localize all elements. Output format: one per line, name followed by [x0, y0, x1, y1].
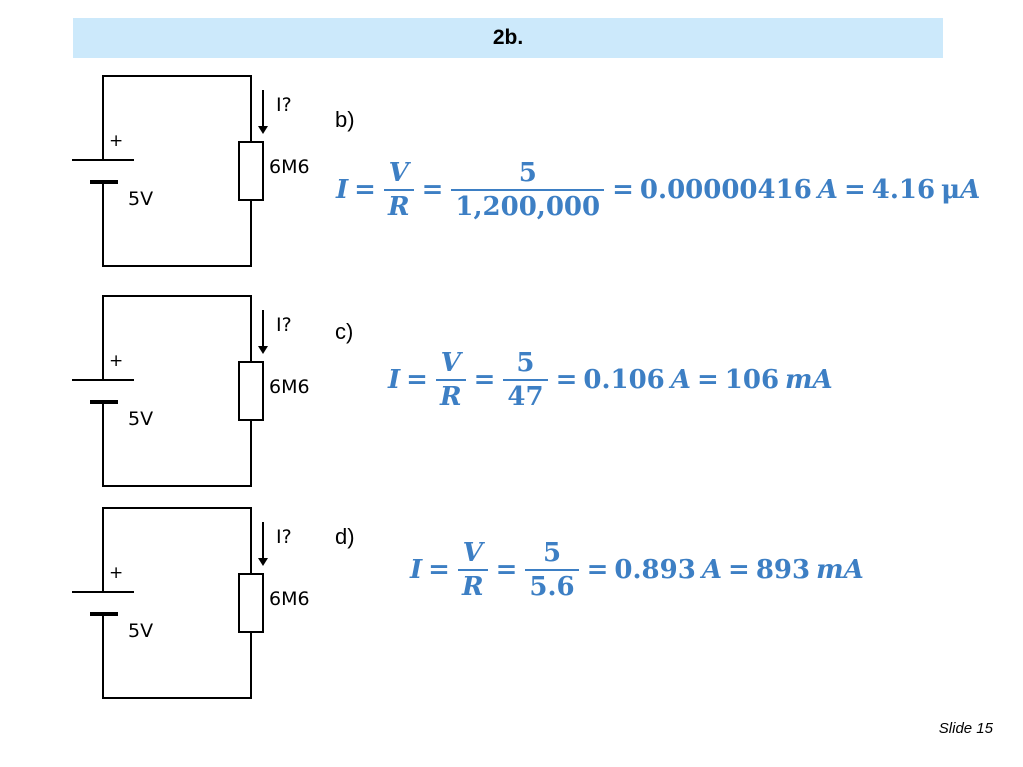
result-amps: 0.00000416: [639, 175, 812, 205]
equation-c: I = V R = 5 47 = 0.106 A = 106 mA: [388, 348, 833, 412]
plus-sign: +: [109, 131, 124, 151]
circuit-diagram: I? 6M6 5V +: [0, 290, 340, 490]
result-amps: 0.106: [583, 365, 665, 395]
equation-d: I = V R = 5 5.6 = 0.893 A = 893 mA: [410, 538, 864, 602]
equation-lhs: I: [410, 555, 423, 585]
voltage-label: 5V: [128, 620, 154, 642]
result-scaled: 893: [755, 555, 811, 585]
part-label-c: c): [335, 319, 354, 344]
circuit-schematic: [72, 75, 268, 267]
resistor-label: 6M6: [269, 156, 310, 178]
fraction-v-over-r: V R: [457, 540, 488, 600]
current-label: I?: [276, 526, 292, 548]
slide-number: Slide 15: [938, 720, 993, 737]
current-label: I?: [276, 94, 292, 116]
circuit-diagram: I? 6M6 5V +: [0, 70, 340, 270]
equation-lhs: I: [336, 175, 349, 205]
part-label-d: d): [335, 524, 355, 549]
result-scaled: 106: [724, 365, 780, 395]
circuit-schematic: [72, 295, 268, 487]
current-label: I?: [276, 314, 292, 336]
fraction-values: 5 47: [503, 350, 548, 410]
plus-sign: +: [109, 563, 124, 583]
resistor-label: 6M6: [269, 376, 310, 398]
result-scaled: 4.16: [871, 175, 936, 205]
equation-lhs: I: [388, 365, 401, 395]
equation-b: I = V R = 5 1,200,000 = 0.00000416 A = 4…: [336, 158, 981, 222]
resistor-label: 6M6: [269, 588, 310, 610]
fraction-v-over-r: V R: [435, 350, 466, 410]
voltage-label: 5V: [128, 408, 154, 430]
circuit-diagram: I? 6M6 5V +: [0, 502, 340, 702]
voltage-label: 5V: [128, 188, 154, 210]
plus-sign: +: [109, 351, 124, 371]
circuit-schematic: [72, 507, 268, 699]
fraction-values: 5 1,200,000: [451, 160, 605, 220]
part-label-b: b): [335, 107, 355, 132]
fraction-values: 5 5.6: [525, 540, 579, 600]
slide-title: 2b.: [73, 18, 943, 58]
result-amps: 0.893: [614, 555, 696, 585]
fraction-v-over-r: V R: [383, 160, 414, 220]
